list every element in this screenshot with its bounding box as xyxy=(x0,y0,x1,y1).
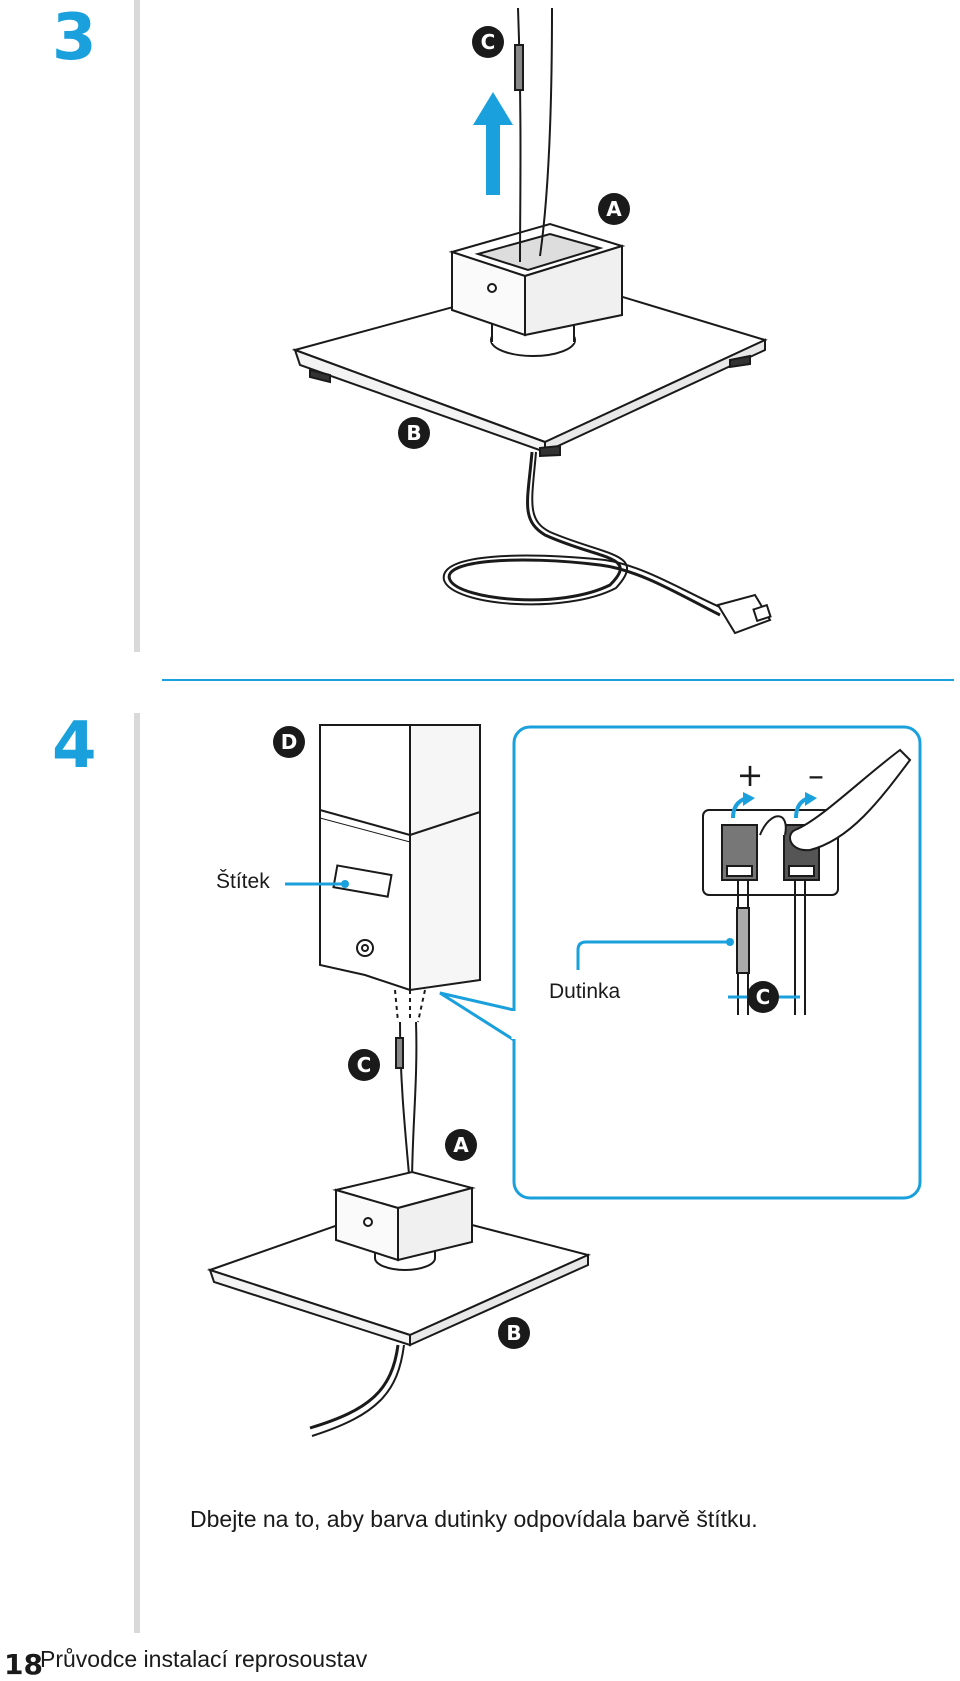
step-4-sidebar xyxy=(134,713,140,1633)
speaker-label-plate xyxy=(332,864,393,898)
svg-text:C: C xyxy=(481,30,496,54)
badge-c-step4: C xyxy=(348,1049,380,1081)
instruction-caption: Dbejte na to, aby barva dutinky odpovída… xyxy=(190,1506,758,1532)
up-arrow xyxy=(473,92,513,195)
speaker-column-right xyxy=(409,724,481,992)
step-4-number: 4 xyxy=(52,709,97,783)
svg-text:A: A xyxy=(606,197,622,221)
section-divider xyxy=(162,679,954,681)
plus-label: + xyxy=(737,756,764,794)
svg-text:C: C xyxy=(756,985,771,1009)
step-3-illustration xyxy=(291,7,772,635)
stitek-label: Štítek xyxy=(216,870,270,893)
callout-panel xyxy=(439,725,922,1200)
svg-text:D: D xyxy=(281,730,298,754)
step-3-sidebar xyxy=(134,0,140,652)
speaker-column-left xyxy=(319,724,411,992)
connector-block-side xyxy=(524,244,623,337)
footer-title: Průvodce instalací reprosoustav xyxy=(40,1646,368,1672)
svg-text:B: B xyxy=(506,1321,521,1345)
minus-label: – xyxy=(808,756,824,794)
dutinka-label: Dutinka xyxy=(549,980,621,1003)
badge-a-step4: A xyxy=(445,1129,477,1161)
plug xyxy=(716,593,772,635)
page-number: 18 xyxy=(4,1648,43,1681)
badge-a-step3: A xyxy=(598,193,630,225)
svg-text:A: A xyxy=(453,1133,469,1157)
badge-b-step4: B xyxy=(498,1317,530,1349)
badge-d: D xyxy=(273,726,305,758)
step-4-illustration xyxy=(206,724,592,1437)
step-4-connector-side xyxy=(397,1186,473,1262)
badge-c-step3: C xyxy=(472,26,504,58)
svg-text:C: C xyxy=(357,1053,372,1077)
svg-text:B: B xyxy=(406,421,421,445)
badge-c-callout: C xyxy=(747,981,779,1013)
badge-b-step3: B xyxy=(398,417,430,449)
step-3-number: 3 xyxy=(52,1,97,75)
